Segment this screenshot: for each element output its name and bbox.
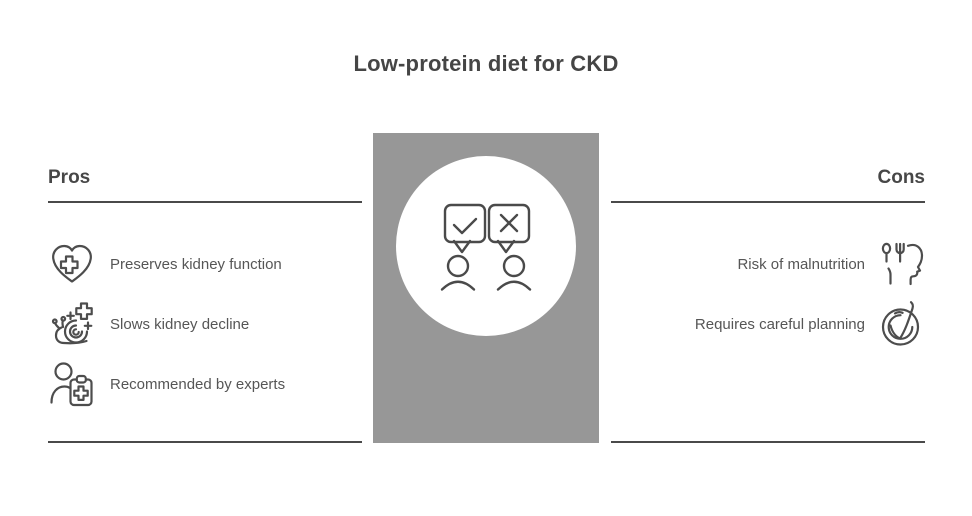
- person-icon: [496, 254, 532, 291]
- list-item: Preserves kidney function: [48, 234, 362, 294]
- center-graphic-panel: [373, 133, 599, 443]
- expert-clipboard-icon: [48, 360, 96, 408]
- pros-heading: Pros: [48, 167, 91, 188]
- list-item: Requires careful planning: [611, 294, 925, 354]
- list-item: Risk of malnutrition: [611, 234, 925, 294]
- list-item-label: Recommended by experts: [110, 375, 286, 393]
- list-item-label: Preserves kidney function: [110, 255, 282, 273]
- snail-medical-icon: [48, 300, 96, 348]
- cons-bottom-divider: [611, 441, 925, 444]
- cons-items: Risk of malnutrition Requires careful pl…: [611, 234, 925, 354]
- approve-speech-bubble-icon: [443, 203, 487, 254]
- list-item: Slows kidney decline: [48, 294, 362, 354]
- list-item-label: Slows kidney decline: [110, 315, 250, 333]
- pros-top-divider: [48, 201, 362, 204]
- cons-heading: Cons: [877, 167, 926, 188]
- malnutrition-head-icon: [877, 240, 925, 288]
- list-item-label: Requires careful planning: [694, 315, 865, 333]
- pros-cons-illustration: [396, 156, 576, 336]
- heart-medical-icon: [48, 240, 96, 288]
- white-circle: [396, 156, 576, 336]
- list-item-label: Risk of malnutrition: [737, 255, 865, 273]
- pros-bottom-divider: [48, 441, 362, 444]
- careful-planning-icon: [877, 300, 925, 348]
- page-title: Low-protein diet for CKD: [353, 51, 619, 76]
- pros-items: Preserves kidney function: [48, 234, 362, 414]
- list-item: Recommended by experts: [48, 354, 362, 414]
- reject-speech-bubble-icon: [487, 203, 531, 254]
- cons-top-divider: [611, 201, 925, 204]
- person-icon: [440, 254, 476, 291]
